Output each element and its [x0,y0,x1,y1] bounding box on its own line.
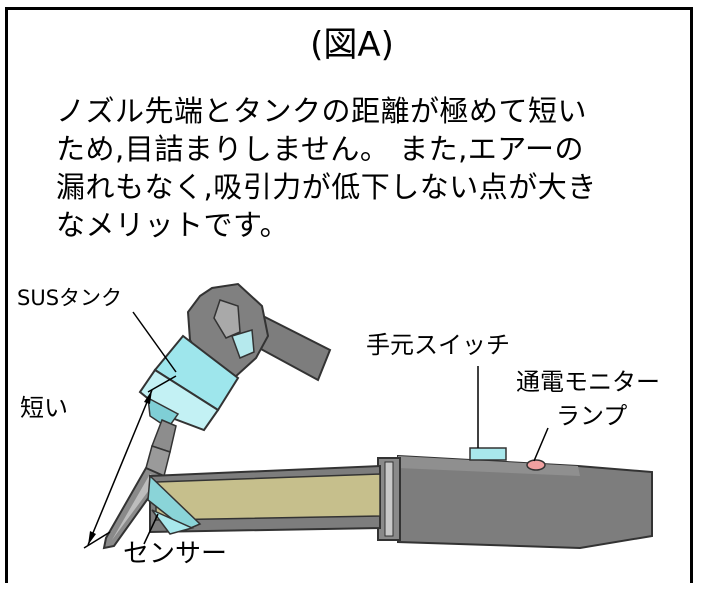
neck-connector [145,419,177,478]
tank-leader-line [132,311,177,373]
label-sensor: センサー [123,539,228,569]
hand-switch [469,366,507,461]
figure-description: ノズル先端とタンクの距離が極めて短い ため,目詰まりしません。 また,エアーの … [56,94,597,242]
figure-title: (図A) [310,25,394,65]
handle-body [377,454,653,550]
distance-dimension [83,375,177,549]
tube [149,464,381,534]
label-monitor-lamp-line1: 通電モニター [516,368,660,396]
label-monitor-lamp-line2: ランプ [556,402,628,430]
upper-head [186,282,270,380]
label-sus-tank: SUSタンク [17,286,123,310]
sensor [143,474,202,545]
monitor-lamp [526,427,549,471]
figure-frame [5,7,693,583]
label-short-distance: 短い [20,394,68,422]
label-hand-switch: 手元スイッチ [366,331,510,359]
